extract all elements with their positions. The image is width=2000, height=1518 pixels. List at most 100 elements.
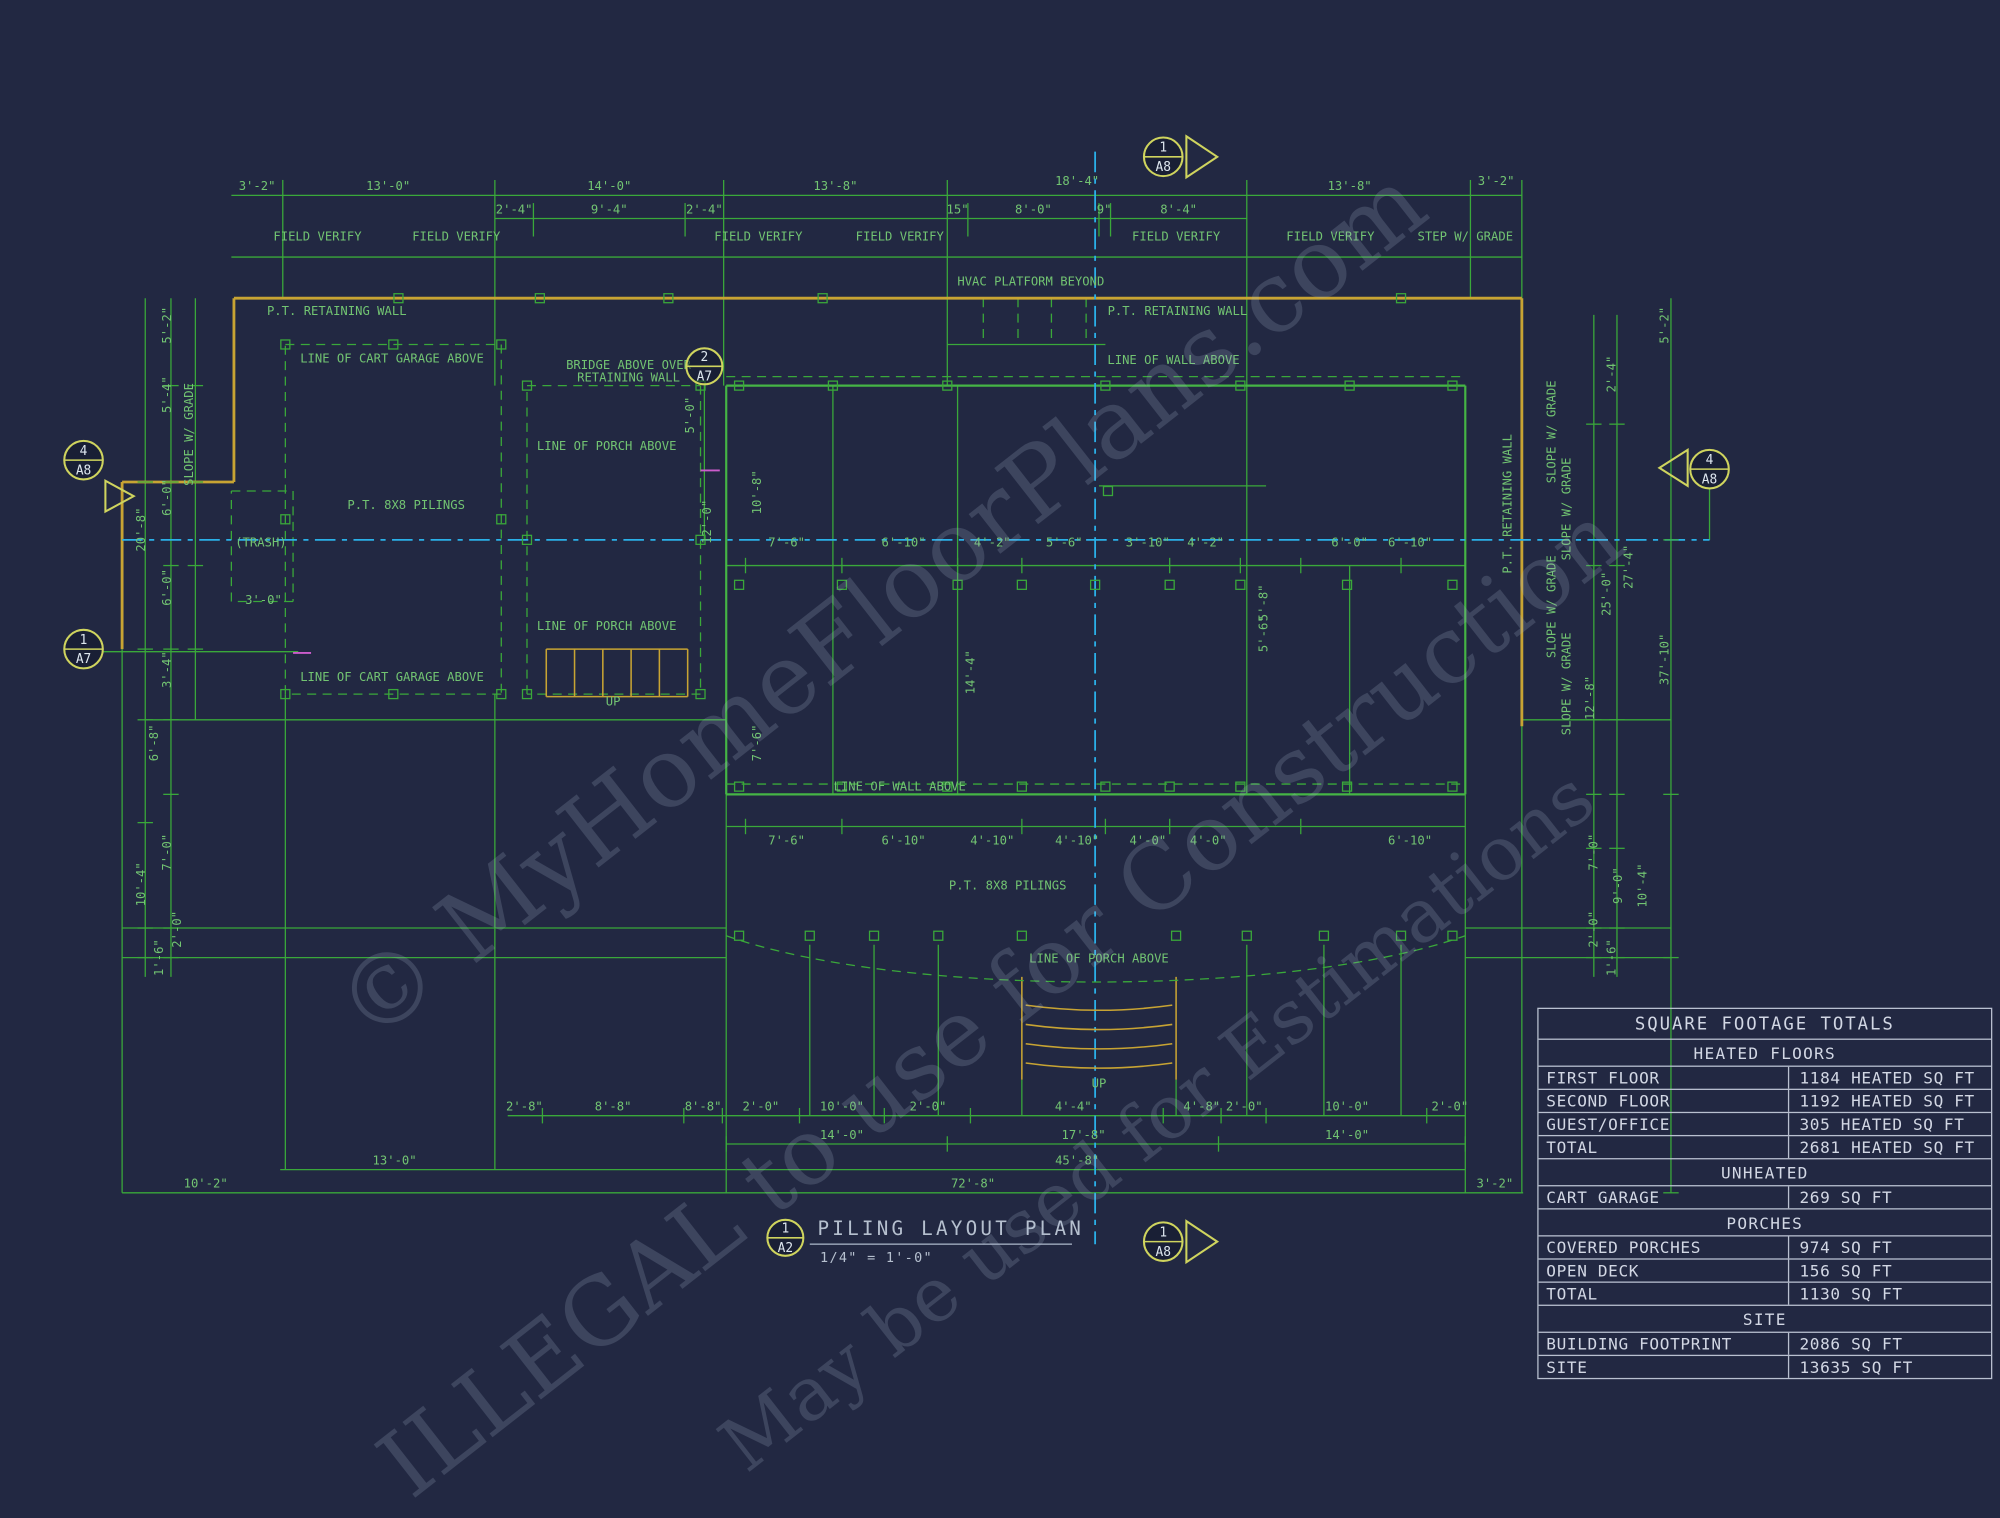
piling-marker <box>1447 930 1458 941</box>
drawing-path <box>1025 1042 1173 1050</box>
table-cell-value: 13635 SQ FT <box>1799 1357 1913 1377</box>
drawing-lines <box>102 151 1711 1245</box>
table-section-header: PORCHES <box>1538 1210 1992 1237</box>
dimension-label: 5'-4" <box>160 376 174 413</box>
dimension-label: 2'-4" <box>1605 356 1619 393</box>
dimension-label: 2'-0" <box>743 1100 780 1114</box>
dimension-label: 3'-0" <box>245 593 282 607</box>
callout-number: 1 <box>781 1222 789 1237</box>
plan-scale: 1/4" = 1'-0" <box>820 1250 933 1266</box>
dimension-label: 6'-0" <box>160 479 174 516</box>
dimension-label: SLOPE W/ GRADE <box>1560 632 1574 735</box>
dimension-label: 5'-2" <box>160 307 174 344</box>
dimension-label: 8'-0" <box>1015 202 1052 216</box>
piling-marker <box>1100 781 1111 792</box>
piling-marker <box>1016 579 1027 590</box>
piling-marker <box>933 930 944 941</box>
piling-marker <box>1016 781 1027 792</box>
piling-marker <box>521 534 533 545</box>
piling-marker <box>521 380 533 391</box>
dimension-label: FIELD VERIFY <box>273 229 362 243</box>
piling-marker <box>695 534 706 545</box>
dimension-label: SLOPE W/ GRADE <box>1544 555 1558 658</box>
dimension-label: 1'-6" <box>152 939 166 976</box>
callout-sheet: A8 <box>1702 472 1717 487</box>
dimension-label: 72'-8" <box>951 1177 995 1191</box>
piling-marker <box>1164 579 1175 590</box>
piling-marker <box>1235 781 1246 792</box>
callout-number: 2 <box>701 350 709 365</box>
callout-sheet: A8 <box>1156 160 1171 175</box>
dimension-label: 1'-6" <box>1605 939 1619 976</box>
dimension-label: SLOPE W/ GRADE <box>1544 380 1558 483</box>
dimension-label: RETAINING WALL <box>577 371 680 385</box>
callout-number: 1 <box>1159 1226 1167 1241</box>
dimension-label: UP <box>606 695 621 709</box>
dimension-label: 4'-8" <box>1183 1100 1220 1114</box>
piling-marker <box>1235 380 1246 391</box>
dimension-label: 9'-0" <box>1611 867 1625 904</box>
table-cell-label: GUEST/OFFICE <box>1539 1113 1790 1135</box>
piling-marker <box>733 380 745 391</box>
table-cell-value: 1184 HEATED SQ FT <box>1799 1068 1975 1088</box>
dimension-label: 15" <box>947 202 969 216</box>
piling-marker <box>1089 579 1101 590</box>
section-callout-left-a8: 4 A8 <box>63 439 136 514</box>
piling-marker <box>280 339 291 350</box>
piling-marker <box>1016 930 1027 941</box>
dimension-label: 9'-4" <box>591 202 628 216</box>
section-arrow-icon <box>1657 447 1689 488</box>
table-section-header: SITE <box>1538 1306 1992 1333</box>
dimension-label: FIELD VERIFY <box>1132 229 1221 243</box>
dimension-label: UP <box>1092 1076 1107 1090</box>
table-cell-value: 1192 HEATED SQ FT <box>1799 1091 1975 1111</box>
dimension-label: 8'-4" <box>1160 202 1197 216</box>
dimension-label: P.T. RETAINING WALL <box>1108 304 1248 318</box>
dimension-label: 12'-0" <box>700 500 714 544</box>
dimension-label: 13'-0" <box>366 179 410 193</box>
section-callout-top: 1 A8 <box>1142 134 1220 180</box>
piling-marker <box>1102 485 1114 497</box>
dimension-label: 6'-10" <box>882 535 926 549</box>
dimension-label: 5'-2" <box>1657 307 1671 344</box>
section-callout-mid-a7: 2 A7 <box>685 347 724 386</box>
section-callout-left-a7: 1 A7 <box>63 628 104 670</box>
table-section-header: UNHEATED <box>1538 1159 1992 1187</box>
dimension-label: 3'-2" <box>1478 174 1515 188</box>
dimension-label: FIELD VERIFY <box>412 229 501 243</box>
table-cell-label: TOTAL <box>1539 1282 1790 1305</box>
piling-marker <box>1164 781 1175 792</box>
dimension-label: HVAC PLATFORM BEYOND <box>957 274 1104 288</box>
table-cell-label: SECOND FLOOR <box>1539 1089 1790 1112</box>
dimension-label: P.T. RETAINING WALL <box>1501 434 1515 574</box>
dimension-label: 6'-10" <box>1388 535 1432 549</box>
table-cell-label: TOTAL <box>1539 1136 1790 1159</box>
piling-marker <box>733 930 745 941</box>
callout-number: 1 <box>80 633 88 648</box>
piling-marker <box>695 688 706 700</box>
dimension-label: 10'-8" <box>750 470 764 514</box>
dimension-label: 7'-6" <box>768 833 805 847</box>
dimension-label: 13'-8" <box>1328 179 1372 193</box>
dimension-label: 10'-2" <box>184 1177 228 1191</box>
dimension-label: 13'-8" <box>813 179 857 193</box>
dimension-label: 20'-8" <box>134 508 148 552</box>
dimension-label: STEP W/ GRADE <box>1418 229 1514 243</box>
piling-marker <box>393 293 404 304</box>
dimension-label: 6'-8" <box>147 725 161 762</box>
dimension-label: 2'-0" <box>910 1100 947 1114</box>
table-cell-label: BUILDING FOOTPRINT <box>1539 1332 1790 1355</box>
dimension-labels: 3'-2"13'-0"14'-0"13'-8"18'-4"13'-8"3'-2"… <box>134 174 1671 1191</box>
dimension-label: LINE OF WALL ABOVE <box>834 779 966 793</box>
dimension-label: 14'-0" <box>587 179 631 193</box>
dimension-label: 7'-0" <box>1587 834 1601 871</box>
piling-marker <box>836 579 848 590</box>
piling-marker <box>496 339 507 350</box>
dimension-label: 13'-0" <box>373 1154 417 1168</box>
dimension-label: 4'-2" <box>1187 535 1224 549</box>
callout-sheet: A8 <box>76 463 91 478</box>
